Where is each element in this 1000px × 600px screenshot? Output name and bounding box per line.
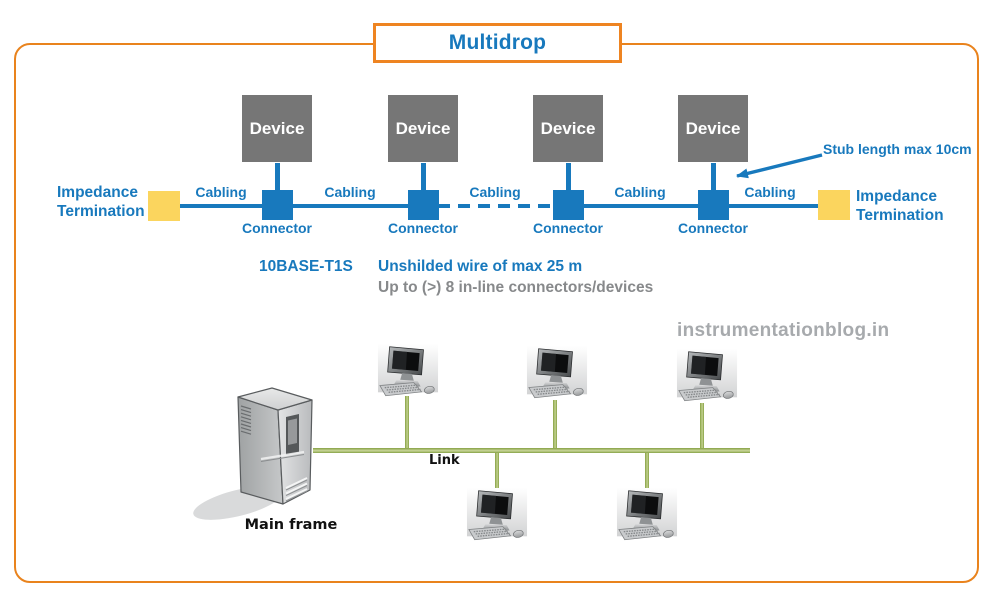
computer-illustration-3 [676,348,738,404]
link-stem-1 [405,396,409,448]
bus-segment-3-dashed [438,204,553,208]
diagram-title-box: Multidrop [373,23,622,63]
cabling-label-4: Cabling [614,184,666,200]
link-stem-4 [495,453,499,490]
connector-label-3: Connector [533,220,603,236]
bus-segment-5 [728,204,818,208]
computer-illustration-4 [466,487,528,543]
connector-label-1: Connector [242,220,312,236]
device-box-1: Device [242,95,312,162]
watermark: instrumentationblog.in [677,320,890,341]
bus-segment-4 [583,204,698,208]
termination-left-line2: Termination [57,203,145,220]
cabling-label-5: Cabling [744,184,796,200]
stub-length-note: Stub length max 10cm [823,141,972,157]
stub-arrow-icon [736,153,823,179]
computer-illustration-1 [377,343,439,399]
link-stem-3 [700,403,704,448]
stub-line-1 [275,163,280,190]
termination-right-line1: Impedance [856,188,937,205]
bus-segment-1 [180,204,262,208]
computer-illustration-5 [616,487,678,543]
standard-label: 10BASE-T1S [259,258,353,275]
mainframe-illustration [193,387,313,520]
termination-box-left [148,191,180,221]
computer-illustration-2 [526,345,588,401]
connector-box-3 [553,190,584,220]
link-label: Link [429,453,460,468]
termination-left-line1: Impedance [57,184,138,201]
stub-line-4 [711,163,716,190]
cabling-label-3: Cabling [469,184,521,200]
cabling-label-2: Cabling [324,184,376,200]
page-title: Multidrop [448,31,547,54]
device-box-4: Device [678,95,748,162]
connector-label-2: Connector [388,220,458,236]
inline-connectors-note: Up to (>) 8 in-line connectors/devices [378,279,654,296]
stub-line-2 [421,163,426,190]
bus-segment-2 [293,204,408,208]
device-box-2: Device [388,95,458,162]
connector-box-2 [408,190,439,220]
termination-label-right: Impedance Termination [856,187,944,225]
termination-right-line2: Termination [856,207,944,224]
termination-label-left: Impedance Termination [57,183,145,221]
stub-line-3 [566,163,571,190]
link-stem-5 [645,453,649,490]
device-box-3: Device [533,95,603,162]
cabling-label-1: Cabling [195,184,247,200]
termination-box-right [818,190,850,220]
link-stem-2 [553,400,557,448]
connector-box-4 [698,190,729,220]
connector-label-4: Connector [678,220,748,236]
connector-box-1 [262,190,293,220]
mainframe-label: Main frame [244,517,338,533]
wire-note: Unshilded wire of max 25 m [378,258,583,275]
link-bus-line [313,448,750,453]
